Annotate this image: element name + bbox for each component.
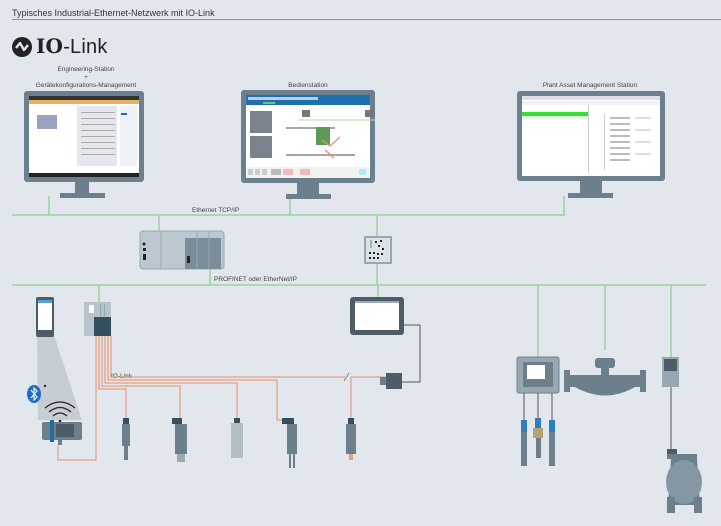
io-link-master xyxy=(84,302,111,336)
io-link-logo: IO-Link xyxy=(11,34,108,59)
fieldbus-bus xyxy=(12,264,706,357)
bluetooth-icon xyxy=(27,384,47,403)
io-link-cables xyxy=(57,336,386,461)
page-title: Typisches Industrial-Ethernet-Netzwerk m… xyxy=(12,8,215,18)
plc-controller xyxy=(139,230,225,270)
coriolis-flowmeter xyxy=(564,358,646,396)
engineering-monitor xyxy=(24,91,144,198)
cable-break-mark xyxy=(343,372,350,382)
operator-monitor xyxy=(241,90,375,199)
io-link-adapter xyxy=(380,373,402,389)
title-divider xyxy=(12,19,721,20)
io-link-logo-icon xyxy=(12,36,32,57)
level-transmitter xyxy=(662,357,702,513)
fieldbus-label: PROFINET oder EtherNet/IP xyxy=(214,276,297,283)
sensor-3 xyxy=(231,418,243,458)
ethernet-label: Ethernet TCP/IP xyxy=(192,207,240,214)
flowmeter-small xyxy=(42,420,82,445)
tablet xyxy=(350,297,421,383)
sensor-5 xyxy=(346,418,356,460)
engineering-station-label: Engineering-Station xyxy=(57,66,115,73)
sensor-1 xyxy=(122,418,130,460)
network-switch xyxy=(364,236,392,264)
operator-station-label: Bedienstation xyxy=(288,82,328,89)
engineering-station-plus: + xyxy=(84,74,88,81)
asset-monitor xyxy=(517,91,665,198)
smartphone xyxy=(36,297,82,420)
wifi-icon xyxy=(44,401,76,423)
transmitter xyxy=(516,356,560,466)
logo-bold-text: IO xyxy=(36,34,64,58)
logo-rest-text: -Link xyxy=(63,36,108,58)
sensor-4 xyxy=(282,418,297,468)
asset-station-label: Plant Asset Management Station xyxy=(542,82,638,89)
ethernet-bus xyxy=(12,196,565,236)
sensor-2 xyxy=(172,418,187,462)
engineering-station-label-2: Gerätekonfigurations-Management xyxy=(35,82,137,89)
